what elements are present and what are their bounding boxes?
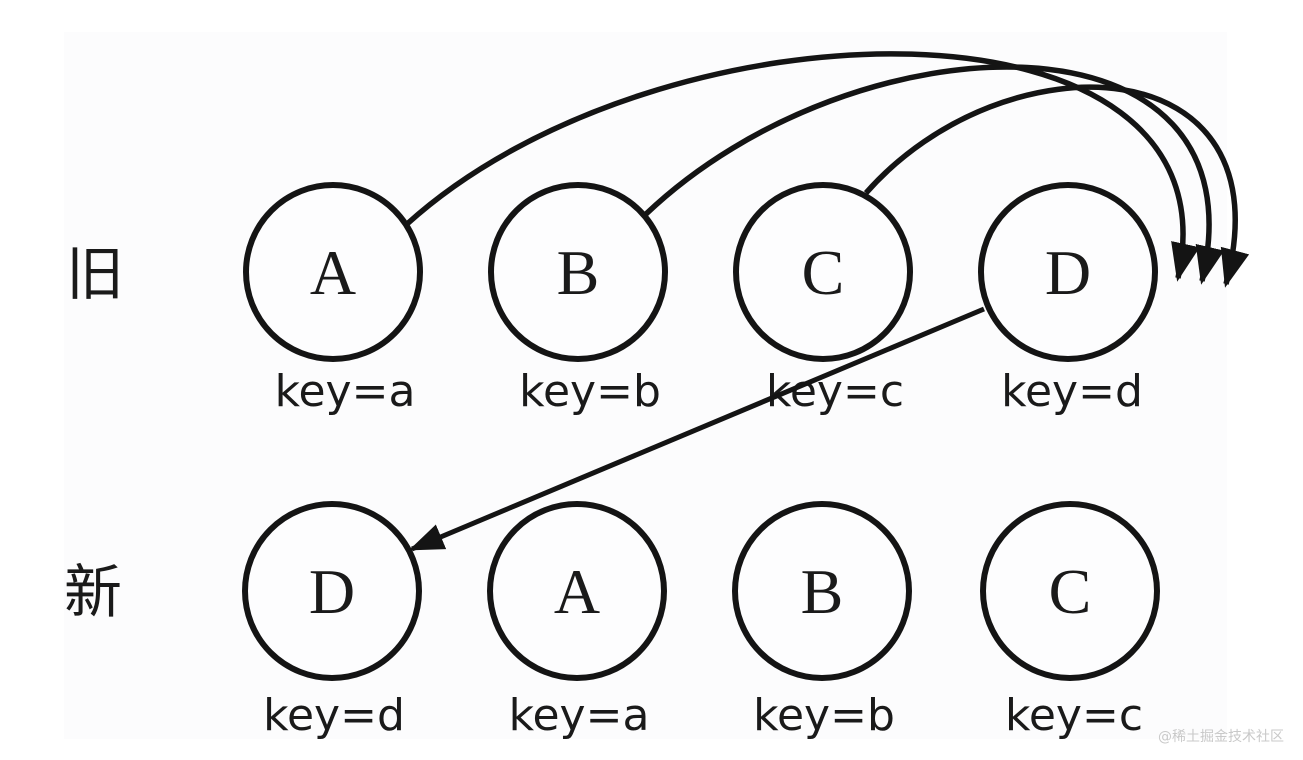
old-node-d-letter: D bbox=[1045, 237, 1091, 308]
old-node-d-key: key=d bbox=[1001, 366, 1143, 417]
new-node-a-circle bbox=[487, 501, 667, 681]
old-node-c: C key=c bbox=[733, 182, 913, 417]
curved-arrow-from-a bbox=[405, 51, 1200, 282]
new-node-b: B key=b bbox=[732, 501, 912, 741]
old-node-a-letter: A bbox=[310, 237, 356, 308]
old-node-b-circle bbox=[488, 182, 668, 362]
old-node-d-circle bbox=[978, 182, 1158, 362]
new-row-label: 新 bbox=[64, 560, 122, 625]
old-row-label: 旧 bbox=[66, 242, 124, 307]
old-node-b-key: key=b bbox=[519, 366, 661, 417]
old-node-c-letter: C bbox=[802, 237, 845, 308]
old-node-c-circle bbox=[733, 182, 913, 362]
new-node-b-key: key=b bbox=[753, 690, 895, 741]
new-node-d-key: key=d bbox=[263, 690, 405, 741]
new-node-c-letter: C bbox=[1049, 556, 1092, 627]
new-node-c: C key=c bbox=[980, 501, 1160, 741]
new-node-c-key: key=c bbox=[1005, 690, 1143, 741]
new-node-a: A key=a bbox=[487, 501, 667, 741]
old-node-b: B key=b bbox=[488, 182, 668, 417]
old-node-a-key: key=a bbox=[275, 366, 416, 417]
new-node-c-circle bbox=[980, 501, 1160, 681]
new-node-b-letter: B bbox=[801, 556, 844, 627]
move-arrow-d-to-front bbox=[408, 306, 985, 552]
curved-arrow-from-c bbox=[863, 84, 1250, 288]
new-node-d-circle bbox=[242, 501, 422, 681]
new-node-b-circle bbox=[732, 501, 912, 681]
old-node-a-circle bbox=[243, 182, 423, 362]
watermark: @稀土掘金技术社区 bbox=[1158, 729, 1284, 745]
new-node-d: D key=d bbox=[242, 501, 422, 741]
old-node-d: D key=d bbox=[978, 182, 1158, 417]
new-node-a-key: key=a bbox=[509, 690, 650, 741]
curved-arrow-from-b bbox=[644, 64, 1225, 285]
old-node-a: A key=a bbox=[243, 182, 423, 417]
new-node-a-letter: A bbox=[554, 556, 600, 627]
old-node-b-letter: B bbox=[557, 237, 600, 308]
new-node-d-letter: D bbox=[309, 556, 355, 627]
